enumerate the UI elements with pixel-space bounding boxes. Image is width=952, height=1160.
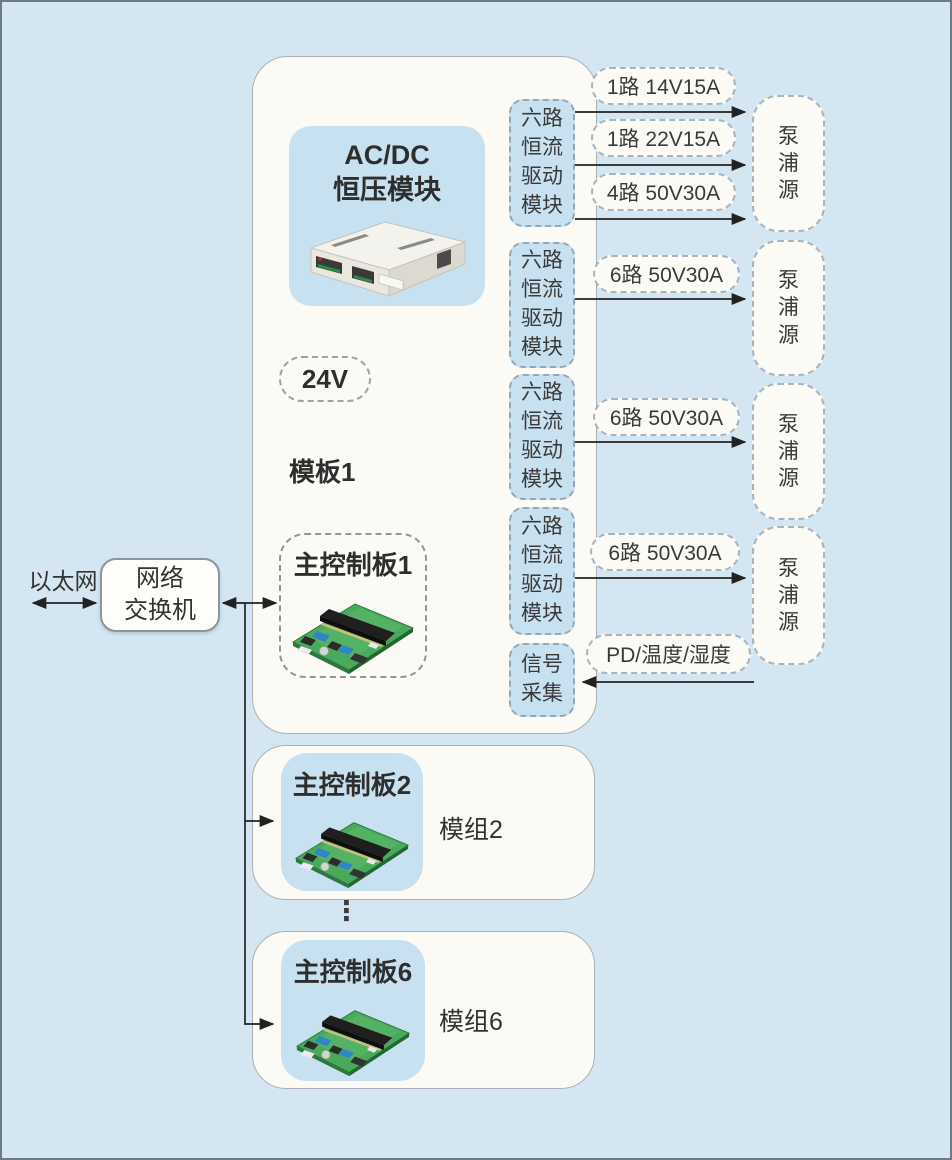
main-board-1-box: 主控制板1 [279,533,427,678]
acdc-module-box: AC/DC 恒压模块 [289,126,485,306]
output-pill-22v15a: 1路 22V15A [591,119,736,157]
acdc-title-line1: AC/DC [344,140,430,170]
pcb-board-image [295,822,409,889]
signal-acquisition-label: 信号 采集 [521,653,563,705]
ellipsis-between-modules: ⋮ [333,896,360,926]
main-board-2-box: 主控制板2 [281,753,423,891]
network-switch-box: 网络 交换机 [100,558,220,632]
module6-label: 模组6 [439,1008,503,1036]
module2-label: 模组2 [439,816,503,844]
output-pill-6x50v30a-1: 6路 50V30A [593,255,740,293]
pump-source-2-label: 泵 浦 源 [778,269,799,347]
driver-module-4: 六路 恒流 驱动 模块 [509,507,575,635]
driver-module-3-label: 六路 恒流 驱动 模块 [521,381,563,491]
pump-source-1: 泵 浦 源 [752,95,825,232]
ethernet-label: 以太网 [28,568,98,594]
pump-source-4-label: 泵 浦 源 [778,556,799,635]
pump-source-2: 泵 浦 源 [752,240,825,376]
network-switch-label: 网络 交换机 [124,564,196,624]
pcb-board-image [292,603,414,675]
main-board-2-title: 主控制板2 [292,770,412,800]
output-pill-14v15a: 1路 14V15A [591,67,736,105]
sensor-pill-pd-temp-humidity: PD/温度/湿度 [586,634,751,674]
main-board-6-box: 主控制板6 [281,940,425,1081]
driver-module-3: 六路 恒流 驱动 模块 [509,374,575,500]
voltage-24v-label: 24V [301,363,349,394]
signal-acquisition-box: 信号 采集 [509,643,575,717]
pump-source-4: 泵 浦 源 [752,526,825,665]
driver-module-2: 六路 恒流 驱动 模块 [509,242,575,368]
driver-module-1-label: 六路 恒流 驱动 模块 [521,107,563,217]
driver-module-4-label: 六路 恒流 驱动 模块 [521,515,563,625]
pcb-board-image [296,1010,410,1077]
output-pill-6x50v30a-3: 6路 50V30A [590,533,740,571]
main-board-6-title: 主控制板6 [293,957,413,987]
driver-module-1: 六路 恒流 驱动 模块 [509,99,575,227]
acdc-title-line2: 恒压模块 [333,174,441,205]
voltage-24v-pill: 24V [279,356,371,402]
pump-source-3: 泵 浦 源 [752,383,825,520]
output-pill-4x50v30a: 4路 50V30A [591,173,736,211]
main-board-1-title: 主控制板1 [293,550,413,580]
pump-source-3-label: 泵 浦 源 [778,412,799,491]
acdc-power-supply-image [310,221,466,297]
driver-module-2-label: 六路 恒流 驱动 模块 [521,249,563,359]
output-pill-6x50v30a-2: 6路 50V30A [593,398,740,436]
pump-source-1-label: 泵 浦 源 [778,124,799,203]
module1-board-label: 模板1 [289,457,356,487]
